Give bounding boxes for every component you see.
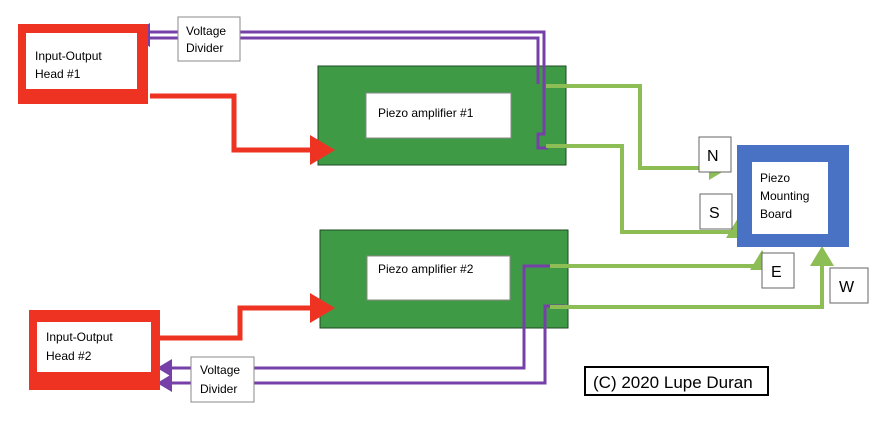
mounting-board-line1: Piezo — [760, 171, 790, 185]
purple-wire-amp1-top-a — [135, 29, 540, 84]
red-arrow-head1-to-amp1 — [150, 93, 335, 165]
direction-w-label: W — [839, 279, 855, 296]
red-arrow-head2-to-amp2 — [160, 293, 335, 341]
direction-s: S — [699, 193, 733, 230]
voltage-divider-1: Voltage Divider — [177, 16, 241, 62]
piezo-amplifier-2: Piezo amplifier #2 — [319, 229, 569, 329]
io-head-1-line2: Head #1 — [35, 67, 81, 81]
green-wire-amp2-to-e — [550, 250, 774, 270]
voltage-divider-2-line1: Voltage — [200, 363, 240, 377]
mounting-board-line2: Mounting — [760, 189, 809, 203]
purple-wire-amp1-top-b — [135, 23, 548, 150]
green-wire-amp1-to-n — [546, 84, 729, 180]
direction-e-label: E — [771, 264, 782, 281]
io-head-1-line1: Input-Output — [35, 49, 102, 63]
green-wire-amp2-to-w — [550, 246, 834, 309]
io-head-2: Input-Output Head #2 — [29, 310, 160, 390]
mounting-board-line3: Board — [760, 207, 792, 221]
piezo-amplifier-2-label: Piezo amplifier #2 — [378, 262, 474, 276]
io-head-1: Input-Output Head #1 — [18, 24, 148, 104]
copyright-notice: (C) 2020 Lupe Duran — [584, 366, 769, 396]
voltage-divider-1-line2: Divider — [186, 41, 223, 55]
purple-wire-amp2-bottom-a — [157, 264, 565, 377]
direction-w: W — [829, 267, 869, 304]
voltage-divider-2-line2: Divider — [200, 382, 237, 396]
io-head-2-line2: Head #2 — [46, 349, 92, 363]
direction-e: E — [761, 252, 795, 289]
voltage-divider-2: Voltage Divider — [190, 356, 255, 403]
piezo-amplifier-1-label: Piezo amplifier #1 — [378, 106, 474, 120]
piezo-mounting-board: Piezo Mounting Board — [737, 145, 849, 247]
direction-s-label: S — [709, 205, 720, 222]
io-head-2-line1: Input-Output — [46, 330, 113, 344]
direction-n: N — [698, 136, 732, 173]
copyright-text: (C) 2020 Lupe Duran — [593, 373, 753, 392]
piezo-amplifier-1: Piezo amplifier #1 — [317, 65, 567, 166]
direction-n-label: N — [707, 148, 719, 165]
voltage-divider-1-line1: Voltage — [186, 24, 226, 38]
